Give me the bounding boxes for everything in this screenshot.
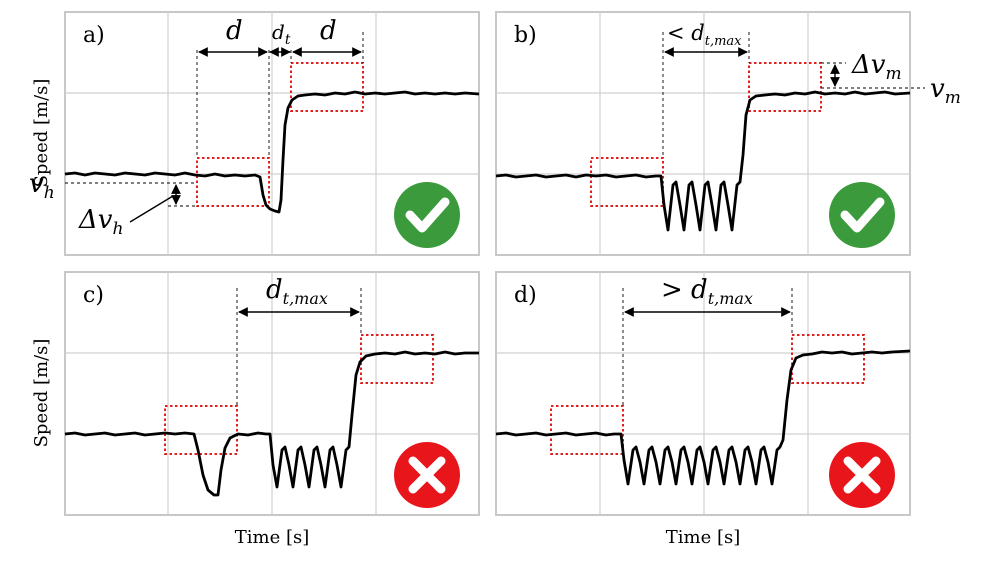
- panel-a-speed-trace: [64, 90, 480, 214]
- panel-d-frame: [495, 271, 911, 516]
- panel-c-guides: [236, 288, 362, 406]
- panel-a-annot-d1: d: [226, 16, 243, 46]
- panel-d-speed-trace: [495, 349, 911, 486]
- panel-c-windows: [164, 334, 434, 455]
- panel-b-arrows: [664, 47, 840, 87]
- panel-c-annot-dtmax: dt,max: [266, 275, 328, 308]
- panel-b-annot-dvm: Δvm: [851, 50, 902, 84]
- panel-d-windows: [550, 334, 865, 455]
- panel-b: b) < dt,max Δvm vm: [495, 11, 961, 256]
- panel-b-label: b): [514, 23, 537, 48]
- panel-b-speed-trace: [495, 90, 911, 232]
- panel-d-cross-icon: [829, 442, 895, 508]
- panel-a-guides: [65, 32, 364, 207]
- panel-b-check-icon: [829, 182, 895, 248]
- panel-d-label: d): [514, 283, 537, 308]
- panel-a-annot-dt: dt: [272, 20, 291, 48]
- panel-b-annot-dtmax: < dt,max: [667, 21, 742, 49]
- panel-d-guides: [622, 288, 793, 406]
- ylabel-top: Speed [m/s]: [31, 79, 52, 188]
- panel-d-annot-dtmax: > dt,max: [661, 275, 753, 308]
- ylabel-bottom: Speed [m/s]: [31, 339, 52, 448]
- xlabel-right: Time [s]: [666, 527, 741, 548]
- panel-c-cross-icon: [394, 442, 460, 508]
- panel-b-guides: [662, 32, 925, 158]
- panel-a-check-icon: [394, 182, 460, 248]
- panel-a-annot-dvh: Δvh: [78, 205, 123, 239]
- panel-c-speed-trace: [64, 350, 479, 497]
- panel-a: a) d dt d vh Δvh: [29, 11, 480, 256]
- panel-c-label: c): [83, 283, 104, 308]
- panel-b-annot-vm: vm: [930, 74, 961, 108]
- panel-a-annot-vh: vh: [29, 169, 55, 203]
- panel-a-annot-d2: d: [320, 16, 337, 46]
- panel-a-label: a): [83, 23, 105, 48]
- panel-c: c) dt,max: [64, 271, 480, 516]
- panel-b-frame: [495, 11, 911, 256]
- panel-a-windows: [196, 62, 364, 207]
- xlabel-left: Time [s]: [235, 527, 310, 548]
- panel-d: d) > dt,max: [495, 271, 911, 516]
- panel-a-arrows: [129, 47, 362, 223]
